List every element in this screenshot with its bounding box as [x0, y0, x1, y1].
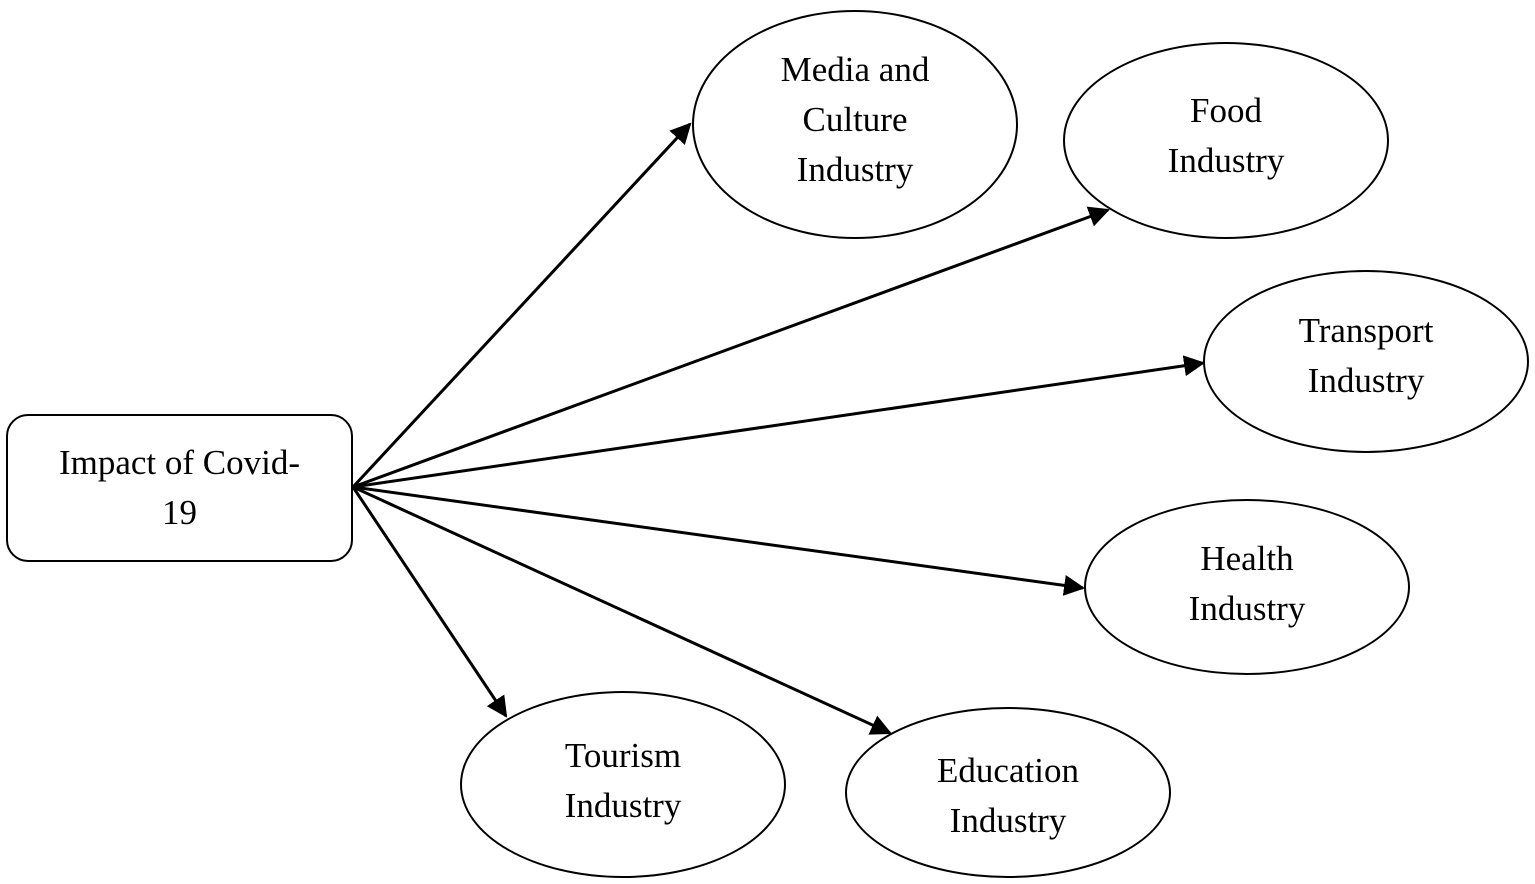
health-node-line-1: Health — [1200, 539, 1294, 578]
tourism-node-line-2: Industry — [564, 785, 682, 825]
target-node-transport-industry: Transport Industry — [1203, 270, 1529, 453]
target-node-tourism-industry: Tourism Industry — [460, 691, 786, 878]
transport-node-line-1: Transport — [1298, 310, 1434, 350]
transport-node-line-2: Industry — [1307, 360, 1425, 400]
arrow-to-transport — [352, 355, 1206, 489]
arrow-to-media — [351, 122, 692, 489]
arrow-to-food — [352, 206, 1110, 489]
target-node-education-industry: Education Industry — [845, 707, 1171, 878]
target-node-media-culture-industry: Media and Culture Industry — [692, 10, 1018, 239]
source-node-line-2: 19 — [162, 493, 197, 532]
source-node-impact-of-covid: Impact of Covid- 19 — [6, 414, 353, 562]
arrow-to-education — [352, 485, 892, 735]
media-node-line-2: Culture — [802, 99, 908, 139]
target-node-health-industry: Health Industry — [1084, 499, 1410, 675]
media-node-line-3: Industry — [796, 149, 914, 189]
arrow-to-tourism — [351, 486, 508, 718]
source-node-line-1: Impact of Covid- — [58, 443, 301, 482]
education-node-line-1: Education — [937, 750, 1079, 790]
arrow-to-health — [352, 485, 1086, 596]
education-node-line-2: Industry — [949, 800, 1067, 840]
health-node-line-2: Industry — [1188, 589, 1306, 628]
food-node-line-2: Industry — [1167, 140, 1285, 180]
tourism-node-line-1: Tourism — [564, 735, 682, 775]
food-node-line-1: Food — [1190, 90, 1262, 130]
media-node-line-1: Media and — [780, 49, 930, 89]
target-node-food-industry: Food Industry — [1063, 42, 1389, 239]
